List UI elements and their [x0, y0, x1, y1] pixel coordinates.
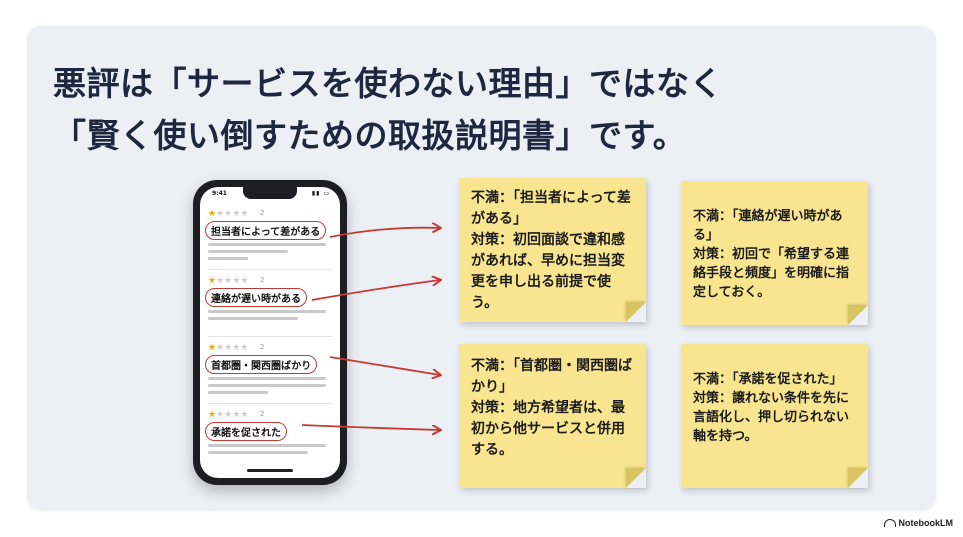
review-item: ★★★★★ 2 首都圏・関西圏ばかり	[205, 343, 332, 404]
review-text-line	[208, 257, 248, 260]
rating-number: 2	[260, 410, 265, 418]
review-text-line	[208, 250, 288, 253]
notebooklm-icon	[883, 519, 896, 527]
notebooklm-logo: NotebookLM	[883, 518, 954, 528]
note-complaint: 不満：「担当者によって差がある」	[471, 190, 631, 227]
arrow-2	[311, 280, 440, 301]
review-title: 連絡が遅い時がある	[205, 288, 307, 307]
star-rating-icon: ★★★★★	[208, 343, 249, 353]
review-text-line	[208, 384, 326, 387]
arrow-4	[301, 424, 440, 430]
note-complaint: 不満：「連絡が遅い時がある」	[693, 209, 843, 243]
brand-label: NotebookLM	[898, 518, 954, 528]
star-rating-icon: ★★★★★	[208, 410, 249, 420]
sticky-note: 不満：「首都圏・関西圏ばかり」 対策：地方希望者は、最初から他サービスと併用する…	[459, 344, 646, 488]
review-text-line	[208, 310, 326, 313]
signal-battery-icon: ▮▮ ▭	[311, 190, 330, 197]
review-text-line	[208, 243, 326, 246]
sticky-note: 不満：「承諾を促された」 対策：譲れない条件を先に言語化し、押し切られない軸を持…	[681, 344, 868, 488]
star-rating-icon: ★★★★★	[208, 276, 249, 286]
note-complaint: 不満：「首都圏・関西圏ばかり」	[471, 358, 632, 395]
rating-number: 2	[260, 276, 265, 284]
sticky-note: 不満：「担当者によって差がある」 対策：初回面談で違和感があれば、早めに担当変更…	[459, 178, 646, 322]
review-text-line	[208, 444, 326, 447]
arrow-3	[329, 356, 440, 375]
rating-number: 2	[260, 343, 265, 351]
review-text-line	[208, 377, 326, 380]
rating-number: 2	[260, 209, 265, 217]
headline-line-1: 悪評は「サービスを使わない理由」ではなく	[53, 64, 723, 103]
review-text-line	[208, 391, 268, 394]
review-text-line	[208, 317, 298, 320]
review-title: 首都圏・関西圏ばかり	[205, 355, 318, 374]
review-item: ★★★★★ 2 承諾を促された	[205, 410, 332, 470]
star-rating-icon: ★★★★★	[208, 209, 249, 219]
phone-screen: 9:41 ▮▮ ▭ ★★★★★ 2 担当者によって差がある ★★★★★ 2 連絡…	[200, 187, 340, 478]
smartphone-mockup: 9:41 ▮▮ ▭ ★★★★★ 2 担当者によって差がある ★★★★★ 2 連絡…	[193, 180, 347, 485]
note-action: 対策：譲れない条件を先に言語化し、押し切られない軸を持つ。	[693, 391, 850, 444]
note-complaint: 不満：「承諾を促された」	[693, 372, 843, 387]
note-action: 対策：地方希望者は、最初から他サービスと併用する。	[471, 400, 625, 458]
home-indicator	[247, 469, 293, 472]
status-time: 9:41	[212, 190, 227, 197]
note-action: 対策：初回で「希望する連絡手段と頻度」を明確に指定しておく。	[693, 247, 850, 300]
note-action: 対策：初回面談で違和感があれば、早めに担当変更を申し出る前提で使う。	[471, 232, 625, 311]
phone-notch	[243, 187, 297, 199]
arrow-1	[329, 228, 440, 238]
review-title: 担当者によって差がある	[205, 221, 327, 240]
review-item: ★★★★★ 2 連絡が遅い時がある	[205, 276, 332, 337]
review-title: 承諾を促された	[205, 422, 287, 441]
sticky-note: 不満：「連絡が遅い時がある」 対策：初回で「希望する連絡手段と頻度」を明確に指定…	[681, 181, 868, 325]
headline-line-2: 「賢く使い倒すための取扱説明書」です。	[53, 116, 687, 155]
review-item: ★★★★★ 2 担当者によって差がある	[205, 209, 332, 270]
headline: 悪評は「サービスを使わない理由」ではなく 「賢く使い倒すための取扱説明書」です。	[53, 58, 913, 162]
review-text-line	[208, 451, 308, 454]
